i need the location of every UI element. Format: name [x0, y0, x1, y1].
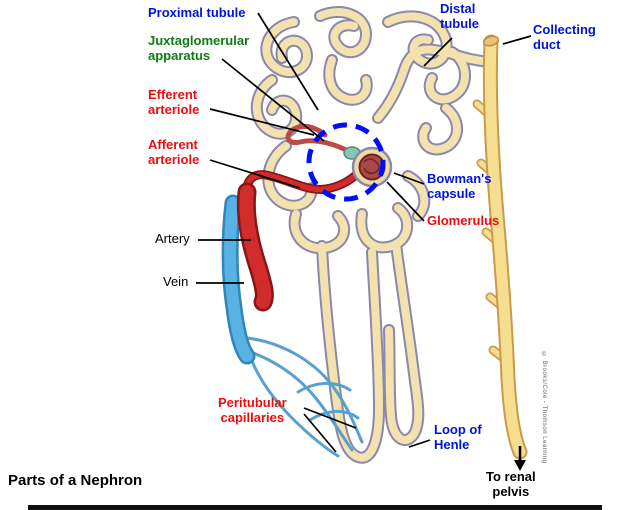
label-distal-tubule: Distal tubule — [440, 1, 479, 31]
copyright-credit: © Brooks/Cole - Thomson Learning — [541, 352, 547, 464]
label-to-renal-pelvis: To renal pelvis — [486, 469, 536, 499]
label-collecting-duct: Collecting duct — [533, 22, 596, 52]
label-juxtaglomerular-apparatus: Juxtaglomerular apparatus — [148, 33, 250, 63]
label-bowmans-capsule: Bowman's capsule — [427, 171, 492, 201]
glomerulus-structure — [358, 153, 386, 181]
efferent-arteriole-vessel — [285, 123, 357, 157]
collecting-duct-tube — [477, 35, 520, 452]
tubule-network — [257, 12, 491, 458]
label-vein: Vein — [163, 274, 189, 289]
label-loop-of-henle: Loop of Henle — [434, 422, 482, 452]
dashed-circle-highlight — [306, 122, 386, 202]
peritubular-capillaries-vessels — [243, 336, 364, 458]
label-efferent-arteriole: Efferent arteriole — [148, 87, 200, 117]
diagram-title: Parts of a Nephron — [8, 472, 143, 489]
label-afferent-arteriole: Afferent arteriole — [148, 137, 200, 167]
label-proximal-tubule: Proximal tubule — [148, 5, 246, 20]
leader-lines — [196, 12, 532, 453]
label-artery: Artery — [155, 231, 190, 246]
bottom-border-bar — [28, 505, 602, 510]
renal-pelvis-arrow — [514, 446, 526, 471]
label-glomerulus: Glomerulus — [427, 213, 500, 228]
label-peritubular-capillaries: Peritubular capillaries — [218, 395, 287, 425]
